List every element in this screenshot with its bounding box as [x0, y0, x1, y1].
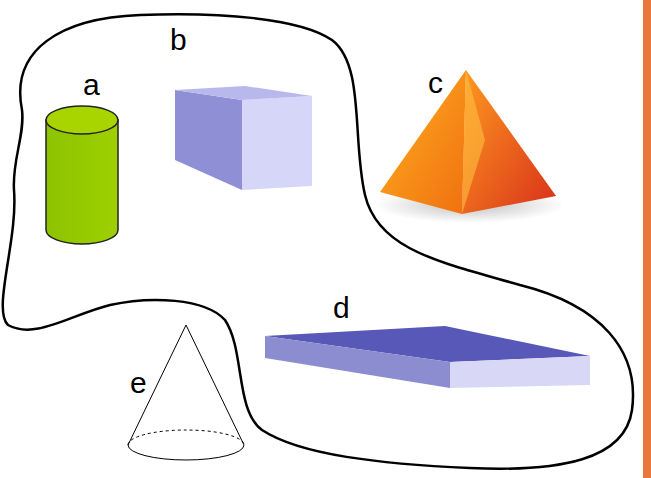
- part-letter: d: [333, 293, 350, 323]
- set-outline: [3, 14, 633, 468]
- part-letter: e: [130, 368, 147, 398]
- part-letter: b: [170, 25, 187, 55]
- cylinder: [46, 106, 118, 244]
- part-letter: c: [428, 68, 443, 98]
- cone: [128, 325, 244, 460]
- cuboid: [175, 86, 312, 190]
- side-bar: [643, 0, 651, 478]
- part-letter: a: [83, 70, 100, 100]
- slab: [265, 326, 590, 388]
- pyramid: [375, 70, 565, 223]
